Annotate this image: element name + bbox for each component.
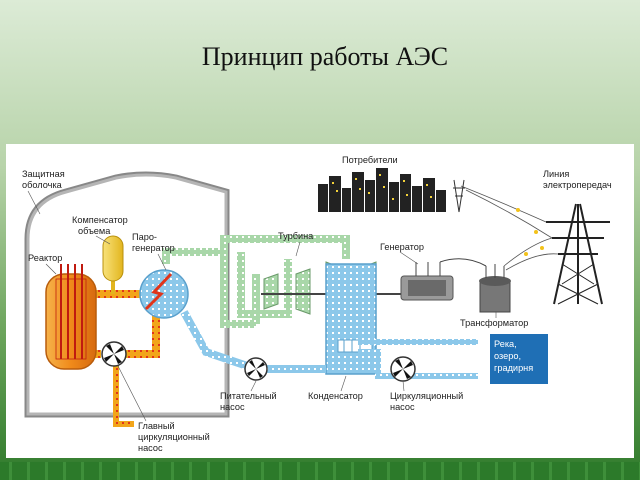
generator: [400, 262, 454, 301]
mainpump-label-2: циркуляционный: [138, 432, 210, 442]
steam-loop: [162, 235, 350, 328]
feedpump-label-2: насос: [220, 402, 245, 412]
reactor-vessel: [45, 264, 97, 370]
steamgen-label-1: Паро-: [132, 232, 157, 242]
main-circulation-pump: [101, 341, 127, 367]
river-label-3: градирня: [494, 363, 533, 373]
cooling-water-loop: [358, 339, 478, 379]
bottom-decor-bar: [0, 462, 640, 480]
powerline-label-1: Линия: [543, 169, 569, 179]
leader-lines: [27, 190, 497, 422]
volume-compensator: [102, 235, 124, 294]
turbine-label: Турбина: [278, 231, 314, 241]
compensator-label-2: объема: [78, 226, 111, 236]
consumers-label: Потребители: [342, 155, 398, 165]
steam-generator: [139, 269, 189, 319]
mainpump-label-1: Главный: [138, 421, 175, 431]
circulation-pump: [390, 356, 416, 382]
circpump-label-1: Циркуляционный: [390, 391, 463, 401]
condenser-label: Конденсатор: [308, 391, 363, 401]
containment-label-2: оболочка: [22, 180, 63, 190]
transformer: [439, 258, 511, 313]
circpump-label-2: насос: [390, 402, 415, 412]
slide-title: Принцип работы АЭС: [201, 42, 449, 71]
npp-diagram: Река, озеро, градирня: [6, 144, 634, 458]
city-consumers: [318, 168, 465, 213]
power-line-tower: [546, 203, 610, 305]
containment-label-1: Защитная: [22, 169, 65, 179]
steamgen-label-2: генератор: [132, 243, 175, 253]
power-lines: [460, 185, 559, 271]
compensator-label-1: Компенсатор: [72, 215, 128, 225]
condenser: [325, 263, 377, 375]
feedwater-line: [180, 310, 326, 373]
river-label-1: Река,: [494, 339, 517, 349]
feed-pump: [244, 357, 268, 381]
transformer-label: Трансформатор: [460, 318, 528, 328]
feedpump-label-1: Питательный: [220, 391, 277, 401]
powerline-label-2: электропередач: [543, 180, 612, 190]
generator-label: Генератор: [380, 242, 424, 252]
reactor-label: Реактор: [28, 253, 62, 263]
river-box: Река, озеро, градирня: [490, 334, 548, 384]
mainpump-label-3: насос: [138, 443, 163, 453]
river-label-2: озеро,: [494, 351, 521, 361]
